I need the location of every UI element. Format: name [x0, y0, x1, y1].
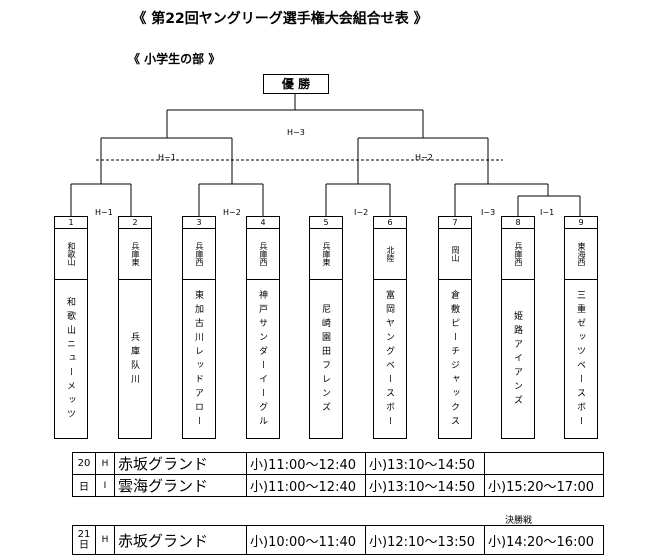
team-number: 7 [439, 217, 471, 229]
time-slot: 小)10:00〜11:40 [246, 525, 366, 555]
team-box: 8 兵庫西 姫路アイアンズ [501, 216, 535, 439]
page-title: 《 第22回ヤングリーグ選手権大会組合せ表 》 [132, 11, 428, 27]
schedule-row: 日 I 雲海グランド 小)11:00〜12:40 小)13:10〜14:50 小… [72, 474, 604, 497]
team-region: 岡山 [439, 229, 471, 280]
time-slot: 小)11:00〜12:40 [246, 452, 366, 475]
team-region: 兵庫東 [119, 229, 151, 280]
time-slot: 小)12:10〜13:50 [365, 525, 485, 555]
match-label-h2-semi: H−2 [415, 153, 433, 162]
team-number: 1 [55, 217, 87, 229]
team-box: 6 北陸 富岡ヤングベースボールクラブ [373, 216, 407, 439]
team-box: 4 兵庫西 神戸サンダーイーグルス [246, 216, 280, 439]
time-slot: 小)14:20〜16:00 [484, 525, 604, 555]
group-code: I [95, 474, 115, 497]
team-region: 兵庫西 [502, 229, 534, 280]
day-cell: 21 日 [72, 525, 96, 555]
team-name: 三重ゼッツベースボールクラブ [575, 289, 585, 430]
team-region: 北陸 [374, 229, 406, 280]
team-box: 1 和歌山 和歌山ニューメッツ [54, 216, 88, 439]
schedule-table-day21: 21 日 H 赤坂グランド 小)10:00〜11:40 小)12:10〜13:5… [72, 525, 604, 555]
team-name: 倉敷ピーチジャックス [449, 289, 459, 430]
match-label-h3: H−3 [287, 128, 305, 137]
team-number: 6 [374, 217, 406, 229]
group-code: H [95, 452, 115, 475]
team-name: 神戸サンダーイーグルス [257, 289, 267, 430]
team-number: 5 [310, 217, 342, 229]
team-number: 4 [247, 217, 279, 229]
time-slot: 小)11:00〜12:40 [246, 474, 366, 497]
team-box: 9 東海西 三重ゼッツベースボールクラブ [564, 216, 598, 439]
time-slot [484, 452, 604, 475]
team-box: 5 兵庫東 尼崎園田フレンズ [309, 216, 343, 439]
team-number: 2 [119, 217, 151, 229]
team-region: 兵庫東 [310, 229, 342, 280]
team-region: 兵庫西 [183, 229, 215, 280]
day-suffix: 日 [79, 540, 89, 551]
match-label-h2: H−2 [223, 208, 241, 217]
team-region: 東海西 [565, 229, 597, 280]
team-region: 和歌山 [55, 229, 87, 280]
group-code: H [95, 525, 115, 555]
team-name: 東加古川レッドアローズ [193, 289, 203, 430]
day-suffix: 日 [72, 474, 96, 497]
venue-name: 雲海グランド [114, 474, 247, 497]
team-name: 富岡ヤングベースボールクラブ [384, 289, 394, 430]
time-slot: 小)15:20〜17:00 [484, 474, 604, 497]
team-name: 和歌山ニューメッツ [65, 296, 75, 423]
time-slot: 小)13:10〜14:50 [365, 452, 485, 475]
final-match-label: 決勝戦 [505, 516, 533, 526]
team-box: 2 兵庫東 兵庫队川 [118, 216, 152, 439]
team-number: 8 [502, 217, 534, 229]
team-number: 3 [183, 217, 215, 229]
match-label-h1: H−1 [95, 208, 113, 217]
winner-box: 優 勝 [263, 74, 329, 94]
team-name: 尼崎園田フレンズ [320, 303, 330, 416]
team-name: 姫路アイアンズ [512, 310, 522, 409]
day-number: 20 [72, 452, 96, 475]
match-label-i3: I−3 [481, 208, 496, 217]
division-subtitle: 《 小学生の部 》 [128, 52, 221, 66]
match-label-i2: I−2 [354, 208, 369, 217]
time-slot: 小)13:10〜14:50 [365, 474, 485, 497]
match-label-i1: I−1 [540, 208, 555, 217]
schedule-table-day20: 20 H 赤坂グランド 小)11:00〜12:40 小)13:10〜14:50 … [72, 452, 604, 497]
team-box: 7 岡山 倉敷ピーチジャックス [438, 216, 472, 439]
day-number: 21 [77, 529, 91, 540]
schedule-row: 20 H 赤坂グランド 小)11:00〜12:40 小)13:10〜14:50 [72, 452, 604, 475]
team-box: 3 兵庫西 東加古川レッドアローズ [182, 216, 216, 439]
match-label-h1-semi: H−1 [158, 153, 176, 162]
team-number: 9 [565, 217, 597, 229]
venue-name: 赤坂グランド [114, 525, 247, 555]
schedule-row: 21 日 H 赤坂グランド 小)10:00〜11:40 小)12:10〜13:5… [72, 525, 604, 555]
team-region: 兵庫西 [247, 229, 279, 280]
team-name: 兵庫队川 [129, 331, 139, 388]
venue-name: 赤坂グランド [114, 452, 247, 475]
